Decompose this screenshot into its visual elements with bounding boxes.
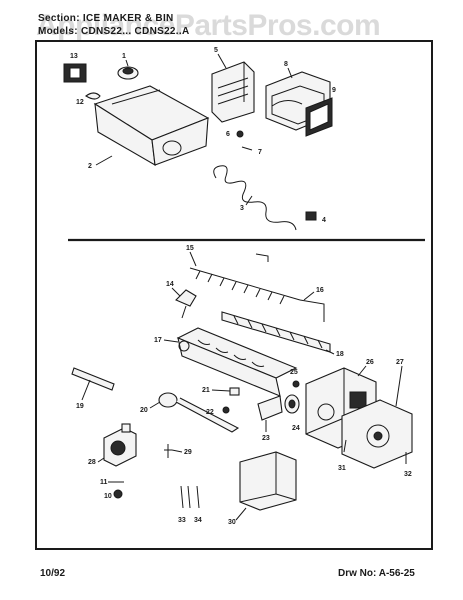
callout-32: 32 — [404, 471, 412, 478]
callout-16: 16 — [316, 287, 324, 294]
part-18-stripper[interactable] — [221, 311, 331, 353]
callout-18: 18 — [336, 351, 344, 358]
part-24-coupler[interactable] — [284, 394, 300, 414]
part-29-clip[interactable] — [164, 444, 172, 458]
part-23-bracket[interactable] — [257, 395, 283, 421]
section-title: Section: ICE MAKER & BIN — [38, 13, 174, 24]
callout-12: 12 — [76, 99, 84, 106]
part-10-nut[interactable] — [113, 489, 123, 499]
callout-9: 9 — [332, 87, 336, 94]
part-7-screw[interactable] — [241, 146, 253, 151]
callout-7: 7 — [258, 149, 262, 156]
callout-17: 17 — [154, 337, 162, 344]
part-30-cover[interactable] — [239, 451, 297, 511]
callout-3: 3 — [240, 205, 244, 212]
part-22-screw[interactable] — [222, 406, 230, 414]
drawing-number: Drw No: A-56-25 — [338, 568, 415, 579]
callout-34: 34 — [194, 517, 202, 524]
callout-22: 22 — [206, 409, 214, 416]
callout-11: 11 — [100, 479, 108, 486]
callout-6: 6 — [226, 131, 230, 138]
callout-8: 8 — [284, 61, 288, 68]
part-4-connector[interactable] — [305, 211, 317, 221]
part-16-wire[interactable] — [255, 253, 325, 322]
part-13-bracket[interactable] — [63, 63, 87, 83]
callout-10: 10 — [104, 493, 112, 500]
part-14-shutoff-arm[interactable] — [175, 289, 197, 319]
callout-4: 4 — [322, 217, 326, 224]
callout-21: 21 — [202, 387, 210, 394]
callout-14: 14 — [166, 281, 174, 288]
callout-5: 5 — [214, 47, 218, 54]
part-12-clip[interactable] — [85, 92, 101, 100]
callout-13: 13 — [70, 53, 78, 60]
callout-1: 1 — [122, 53, 126, 60]
callout-19: 19 — [76, 403, 84, 410]
part-33-screws[interactable] — [180, 485, 191, 509]
part-5-duct[interactable] — [211, 61, 255, 123]
callout-33: 33 — [178, 517, 186, 524]
callout-27: 27 — [396, 359, 404, 366]
revision-date: 10/92 — [40, 568, 66, 579]
callout-28: 28 — [88, 459, 96, 466]
callout-26: 26 — [366, 359, 374, 366]
part-31-screw[interactable] — [343, 439, 347, 453]
part-2-ice-bin[interactable] — [93, 85, 210, 167]
part-19-strip[interactable] — [71, 367, 115, 391]
part-3-wire-harness[interactable] — [213, 165, 297, 231]
callout-23: 23 — [262, 435, 270, 442]
callout-15: 15 — [186, 245, 194, 252]
callout-labels: 1 2 3 4 5 6 7 8 9 10 11 12 13 14 15 16 1… — [70, 47, 412, 526]
part-17-mold[interactable] — [176, 327, 298, 397]
part-27-motor[interactable] — [341, 399, 413, 469]
diagram-frame — [35, 40, 433, 550]
part-6-screw[interactable] — [236, 130, 244, 138]
part-28-water-valve[interactable] — [103, 423, 137, 467]
part-20-thermostat[interactable] — [158, 392, 240, 433]
part-15-ejector-blades[interactable] — [189, 267, 301, 305]
part-1-knob[interactable] — [117, 66, 139, 80]
callout-20: 20 — [140, 407, 148, 414]
callout-30: 30 — [228, 519, 236, 526]
callout-25: 25 — [290, 369, 298, 376]
part-34-screw[interactable] — [196, 485, 200, 509]
part-25-screw[interactable] — [292, 380, 300, 388]
part-21-clip[interactable] — [229, 387, 240, 396]
part-9-door[interactable] — [305, 97, 333, 137]
site-watermark: AppliancePartsPros.com — [36, 9, 381, 42]
callout-24: 24 — [292, 425, 300, 432]
callout-31: 31 — [338, 465, 346, 472]
models-line: Models: CDNS22... CDNS22..A — [38, 26, 190, 37]
callout-2: 2 — [88, 163, 92, 170]
callout-29: 29 — [184, 449, 192, 456]
